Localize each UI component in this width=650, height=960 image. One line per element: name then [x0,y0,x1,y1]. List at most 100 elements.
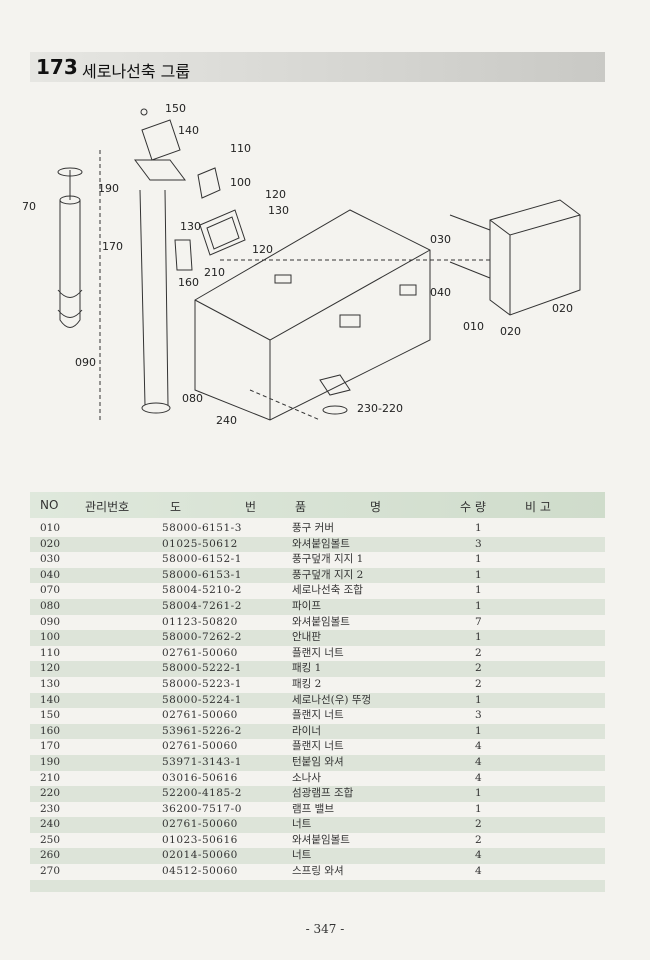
no: 260 [40,849,61,862]
part-number: 58000-6152-1 [162,553,242,566]
part-name: 세로나선축 조합 [292,584,363,597]
page-number: - 347 - [305,922,345,936]
quantity: 1 [475,724,482,737]
no: 170 [40,740,61,753]
callout-label: 130 [268,204,289,217]
quantity: 1 [475,787,482,800]
blower-cover [489,199,581,316]
part-name: 섬광램프 조합 [292,787,354,800]
no: 040 [40,568,61,581]
no: 150 [40,709,61,722]
callout-label: 040 [430,286,451,299]
col-header-no: NO [40,498,59,512]
col-header-qty: 수 량 [460,500,486,514]
part-name: 와셔붙임볼트 [292,537,350,550]
quantity: 4 [475,849,482,862]
part-name: 소나사 [292,771,321,784]
quantity: 4 [475,755,482,768]
part-number: 01123-50820 [162,615,238,628]
no: 120 [40,662,61,675]
part-name: 너트 [292,849,312,862]
lamp-assembly [319,374,351,396]
quantity: 2 [475,818,482,831]
no: 010 [40,522,61,534]
part-name: 패킹 1 [292,662,322,675]
no: 030 [40,553,61,566]
no: 080 [40,599,61,612]
part-number: 58004-5210-2 [162,584,242,597]
part-number: 53971-3143-1 [162,755,242,768]
quantity: 1 [475,693,482,706]
part-number: 52200-4185-2 [162,787,242,800]
part-name: 너트 [292,818,312,831]
callout-label: 030 [430,233,451,246]
part-name: 와셔붙임볼트 [292,615,350,628]
quantity: 1 [475,522,482,534]
no: 270 [40,865,61,878]
callout-label: 210 [204,266,225,279]
callout-label: 080 [182,392,203,405]
callout-label: 240 [216,414,237,427]
col-header-name: 품 [295,500,307,514]
col-header-name: 명 [370,500,382,514]
part-number: 02014-50060 [162,849,238,862]
part-number: 58004-7261-2 [162,599,242,612]
quantity: 3 [475,537,482,550]
part-name: 세로나선(우) 뚜껑 [292,693,372,706]
part-number: 58000-6151-3 [162,522,242,534]
parts-diagram: 150 140 110 100 120 130 190 70 130 170 2… [20,90,620,470]
table-row: 220 52200-4185-2 섬광램프 조합 1 [30,786,605,802]
section-header: 173 세로나선축 그룹 [30,52,605,82]
callout-label: 170 [102,240,123,253]
callout-label: 020 [552,302,573,315]
part-name: 라이너 [292,724,321,737]
quantity: 1 [475,568,482,581]
quantity: 2 [475,677,482,690]
callout-label: 090 [75,356,96,369]
quantity: 1 [475,599,482,612]
part-name: 풍구덮개 지지 1 [292,553,364,566]
no: 090 [40,615,61,628]
part-name: 패킹 2 [292,677,322,690]
col-header-mgmt: 관리번호 [85,500,130,514]
shaft-tube [59,200,81,328]
quantity: 2 [475,662,482,675]
callout-label: 70 [22,200,36,213]
col-header-drawing: 번 [245,500,257,514]
part-number: 03016-50616 [162,771,238,784]
no: 070 [40,584,61,597]
callout-label: 010 [463,320,484,333]
pipe [139,189,169,406]
no: 210 [40,771,61,784]
quantity: 1 [475,631,482,644]
callout-label: 160 [178,276,199,289]
part-number: 02761-50060 [162,709,238,722]
col-header-drawing: 도 [170,500,182,514]
part-number: 53961-5226-2 [162,724,242,737]
quantity: 4 [475,865,482,878]
no: 220 [40,787,61,800]
no: 130 [40,677,61,690]
quantity: 1 [475,553,482,566]
callout-label: 190 [98,182,119,195]
callout-label: 230-220 [357,402,403,415]
quantity: 2 [475,646,482,659]
part-number: 58000-5224-1 [162,693,242,706]
part-name: 파이프 [292,599,321,612]
